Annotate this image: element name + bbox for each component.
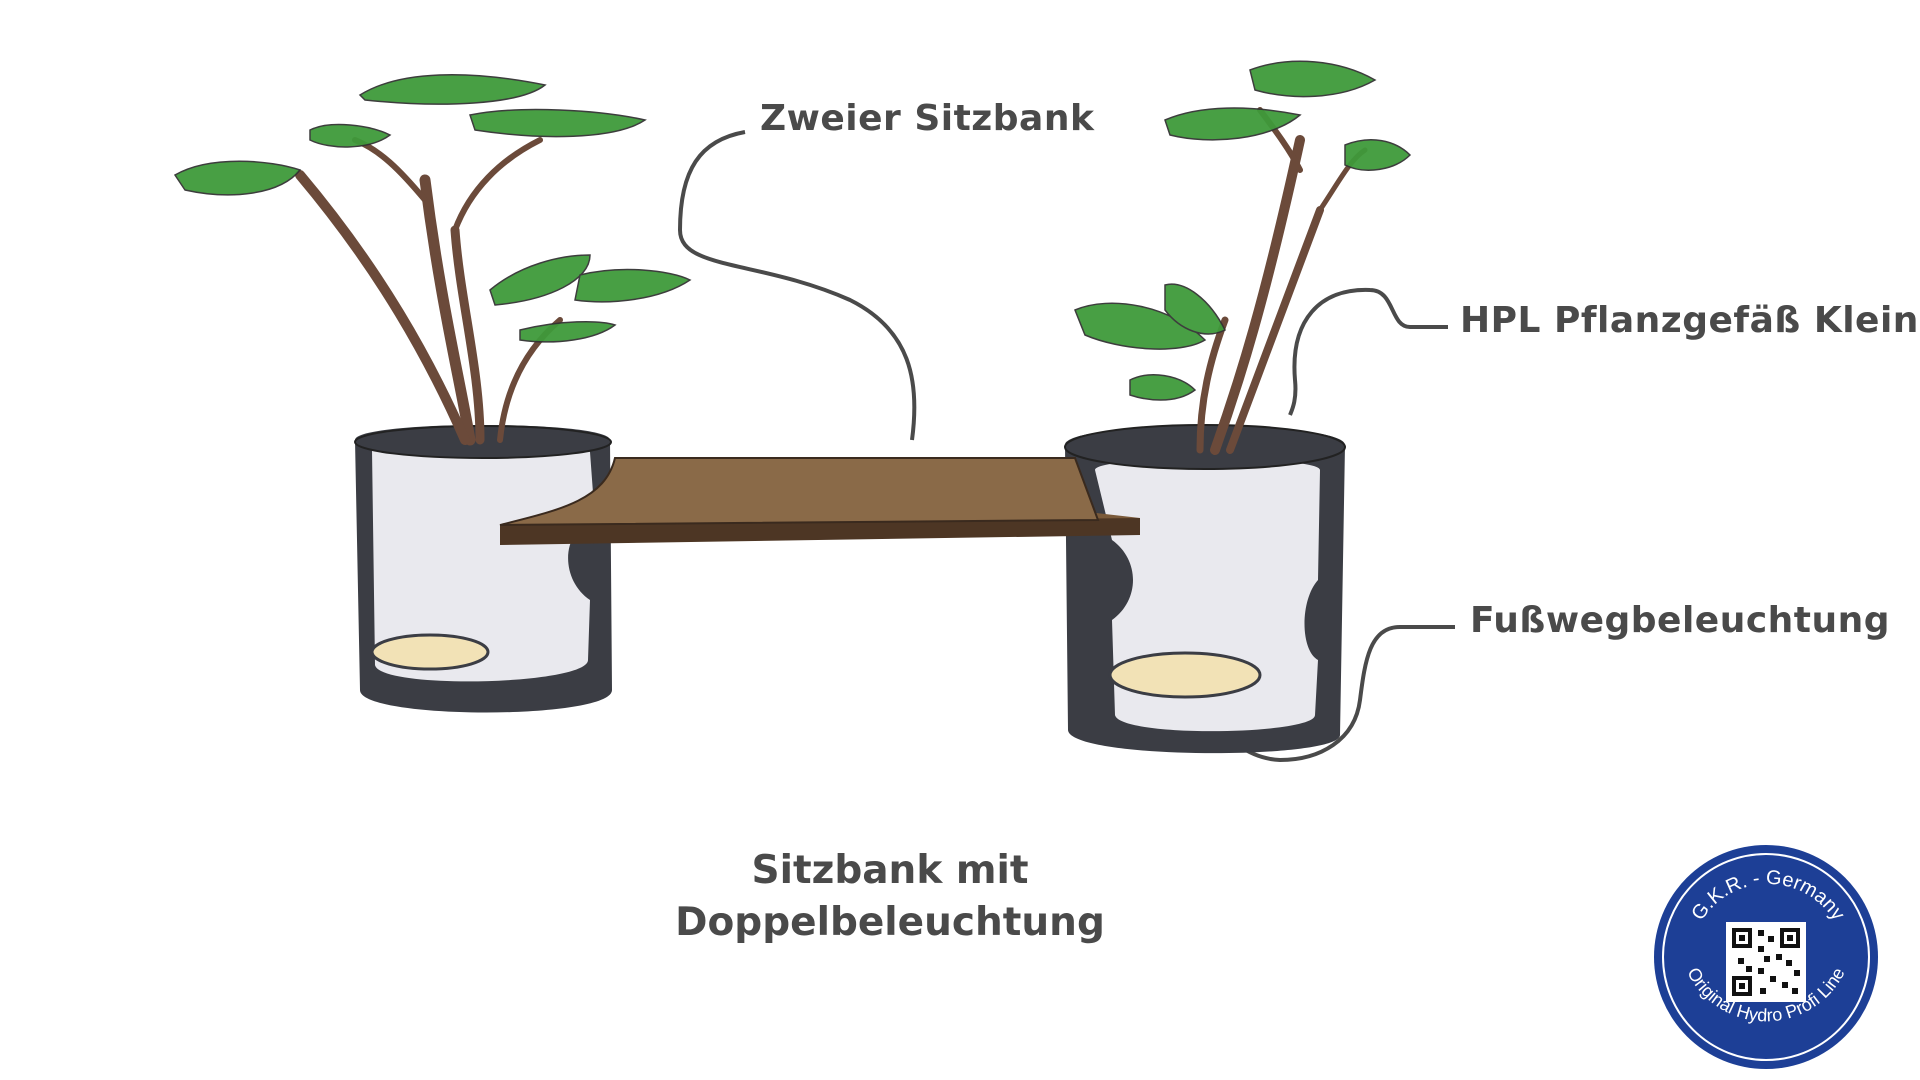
left-plant [295, 137, 563, 446]
bench-leader-line [677, 130, 917, 441]
pot-label: HPL Pflanzgefäß Klein [1460, 300, 1919, 341]
left-light-icon [370, 633, 490, 671]
pot-leader-line [1288, 287, 1448, 416]
left-leaves [173, 74, 692, 343]
right-plant [1196, 107, 1368, 455]
left-planter [354, 425, 612, 713]
right-leaves [1074, 60, 1412, 401]
caption-line-2: Doppelbeleuchtung [675, 900, 1105, 945]
bench-seat [499, 457, 1140, 545]
right-planter [1064, 424, 1346, 754]
caption-line-1: Sitzbank mit [751, 848, 1029, 893]
right-light-icon [1108, 651, 1262, 699]
gkr-logo-badge: G.K.R. - Germany Original Hydro Profi Li… [1654, 845, 1878, 1069]
qr-code-icon [1726, 922, 1806, 1002]
bench-label: Zweier Sitzbank [760, 98, 1095, 139]
lighting-label: Fußwegbeleuchtung [1470, 600, 1891, 641]
caption: Sitzbank mit Doppelbeleuchtung [640, 845, 1140, 949]
